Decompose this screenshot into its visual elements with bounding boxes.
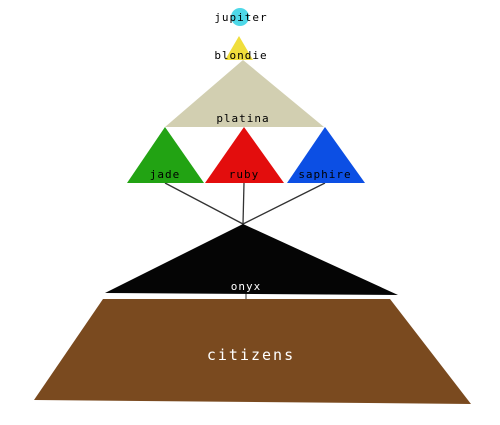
tier-label-onyx: onyx [231, 280, 262, 293]
connector-jade-onyx [164, 182, 244, 225]
tier-platina [165, 60, 324, 127]
tier-onyx [105, 224, 398, 295]
connector-saphire-onyx [242, 182, 326, 225]
tier-blondie [225, 36, 253, 60]
tier-label-jade: jade [150, 168, 181, 181]
tier-label-ruby: ruby [229, 168, 260, 181]
tier-label-citizens: citizens [207, 346, 295, 364]
tier-jade [127, 127, 204, 183]
tier-saphire [287, 127, 365, 183]
tier-jupiter [231, 8, 249, 26]
tier-label-blondie: blondie [214, 49, 267, 62]
tier-label-saphire: saphire [298, 168, 351, 181]
tier-label-jupiter: jupiter [214, 11, 267, 24]
tier-label-platina: platina [216, 112, 269, 125]
tier-citizens [34, 299, 471, 404]
tier-ruby [205, 127, 284, 183]
connector-ruby-onyx [242, 182, 245, 225]
